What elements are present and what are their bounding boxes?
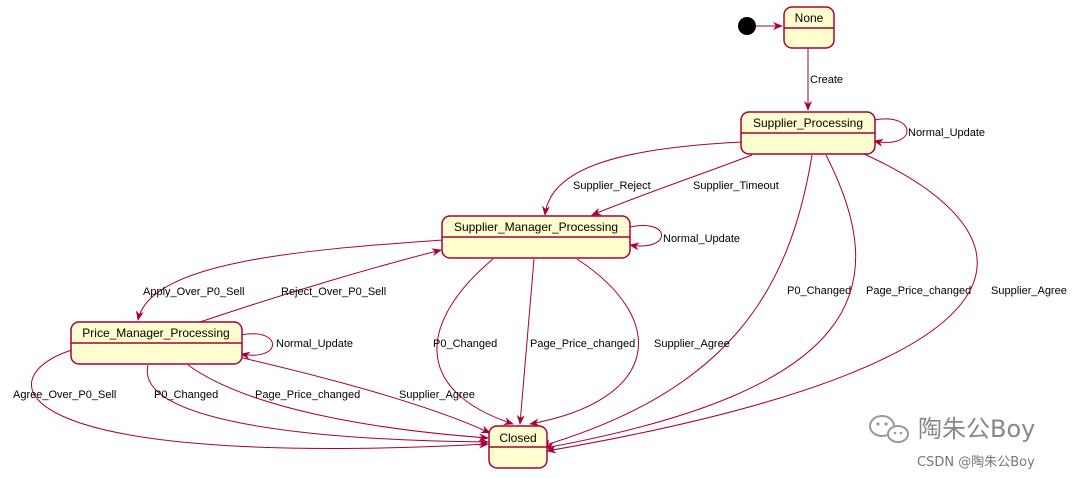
edge-label-smp-normal-update: Normal_Update bbox=[663, 233, 740, 245]
edge-label-smp-p0-changed: P0_Changed bbox=[433, 338, 497, 350]
state-name-none: None bbox=[795, 11, 824, 25]
edge-label-smp-page-price-changed: Page_Price_changed bbox=[530, 338, 635, 350]
state-name-supplier-processing: Supplier_Processing bbox=[753, 116, 863, 130]
edge-label-agree-over-p0-sell: Agree_Over_P0_Sell bbox=[13, 389, 116, 401]
edge-sp-self-loop bbox=[873, 118, 908, 147]
state-name-closed: Closed bbox=[499, 431, 536, 445]
watermark-brand: 陶朱公Boy bbox=[918, 415, 1035, 443]
state-closed: Closed bbox=[488, 425, 548, 469]
watermark-wechat-icon bbox=[869, 415, 909, 443]
state-none: None bbox=[783, 6, 835, 49]
edge-label-supplier-reject: Supplier_Reject bbox=[573, 180, 651, 192]
edge-pmp-supplier-agree bbox=[229, 354, 491, 434]
edge-supplier-reject bbox=[541, 141, 743, 216]
edge-sp-supplier-agree bbox=[546, 149, 978, 454]
edge-smp-self-loop bbox=[629, 225, 662, 251]
edge-label-sp-normal-update: Normal_Update bbox=[908, 127, 985, 139]
edge-reject-over-p0-sell bbox=[199, 248, 442, 323]
edge-label-reject-over-p0-sell: Reject_Over_P0_Sell bbox=[281, 286, 386, 298]
watermark-csdn: CSDN @陶朱公Boy bbox=[917, 454, 1035, 470]
state-name-supplier-manager-processing: Supplier_Manager_Processing bbox=[454, 220, 618, 234]
edge-label-supplier-timeout: Supplier_Timeout bbox=[693, 180, 779, 192]
edge-label-create: Create bbox=[810, 74, 843, 86]
edge-agree-over-p0-sell bbox=[31, 349, 489, 449]
edge-label-pmp-supplier-agree: Supplier_Agree bbox=[399, 389, 475, 401]
edge-label-sp-p0-changed: P0_Changed bbox=[787, 285, 851, 297]
edge-pmp-p0-changed bbox=[146, 364, 489, 446]
edge-label-smp-supplier-agree: Supplier_Agree bbox=[654, 338, 730, 350]
edge-smp-supplier-agree bbox=[529, 258, 639, 427]
edge-pmp-self-loop bbox=[240, 333, 273, 360]
initial-state-dot bbox=[738, 17, 756, 35]
state-supplier-processing: Supplier_Processing bbox=[740, 111, 876, 155]
edge-pmp-page-price-changed bbox=[187, 364, 489, 442]
state-price-manager-processing: Price_Manager_Processing bbox=[70, 321, 243, 365]
edge-label-apply-over-p0-sell: Apply_Over_P0_Sell bbox=[143, 286, 245, 298]
edge-sp-page-price-changed bbox=[544, 154, 857, 451]
edge-label-sp-supplier-agree: Supplier_Agree bbox=[991, 285, 1067, 297]
edge-label-pmp-normal-update: Normal_Update bbox=[276, 338, 353, 350]
edge-sp-p0-changed bbox=[541, 154, 813, 448]
edge-smp-p0-changed bbox=[436, 258, 514, 425]
edge-label-pmp-page-price-changed: Page_Price_changed bbox=[255, 389, 360, 401]
edge-label-pmp-p0-changed: P0_Changed bbox=[154, 389, 218, 401]
state-name-price-manager-processing: Price_Manager_Processing bbox=[82, 326, 229, 340]
edge-smp-page-price-changed bbox=[516, 258, 535, 425]
edge-supplier-timeout bbox=[591, 154, 753, 216]
edge-apply-over-p0-sell bbox=[135, 239, 444, 321]
state-supplier-manager-processing: Supplier_Manager_Processing bbox=[441, 215, 631, 259]
edge-label-sp-page-price-changed: Page_Price_changed bbox=[866, 285, 971, 297]
